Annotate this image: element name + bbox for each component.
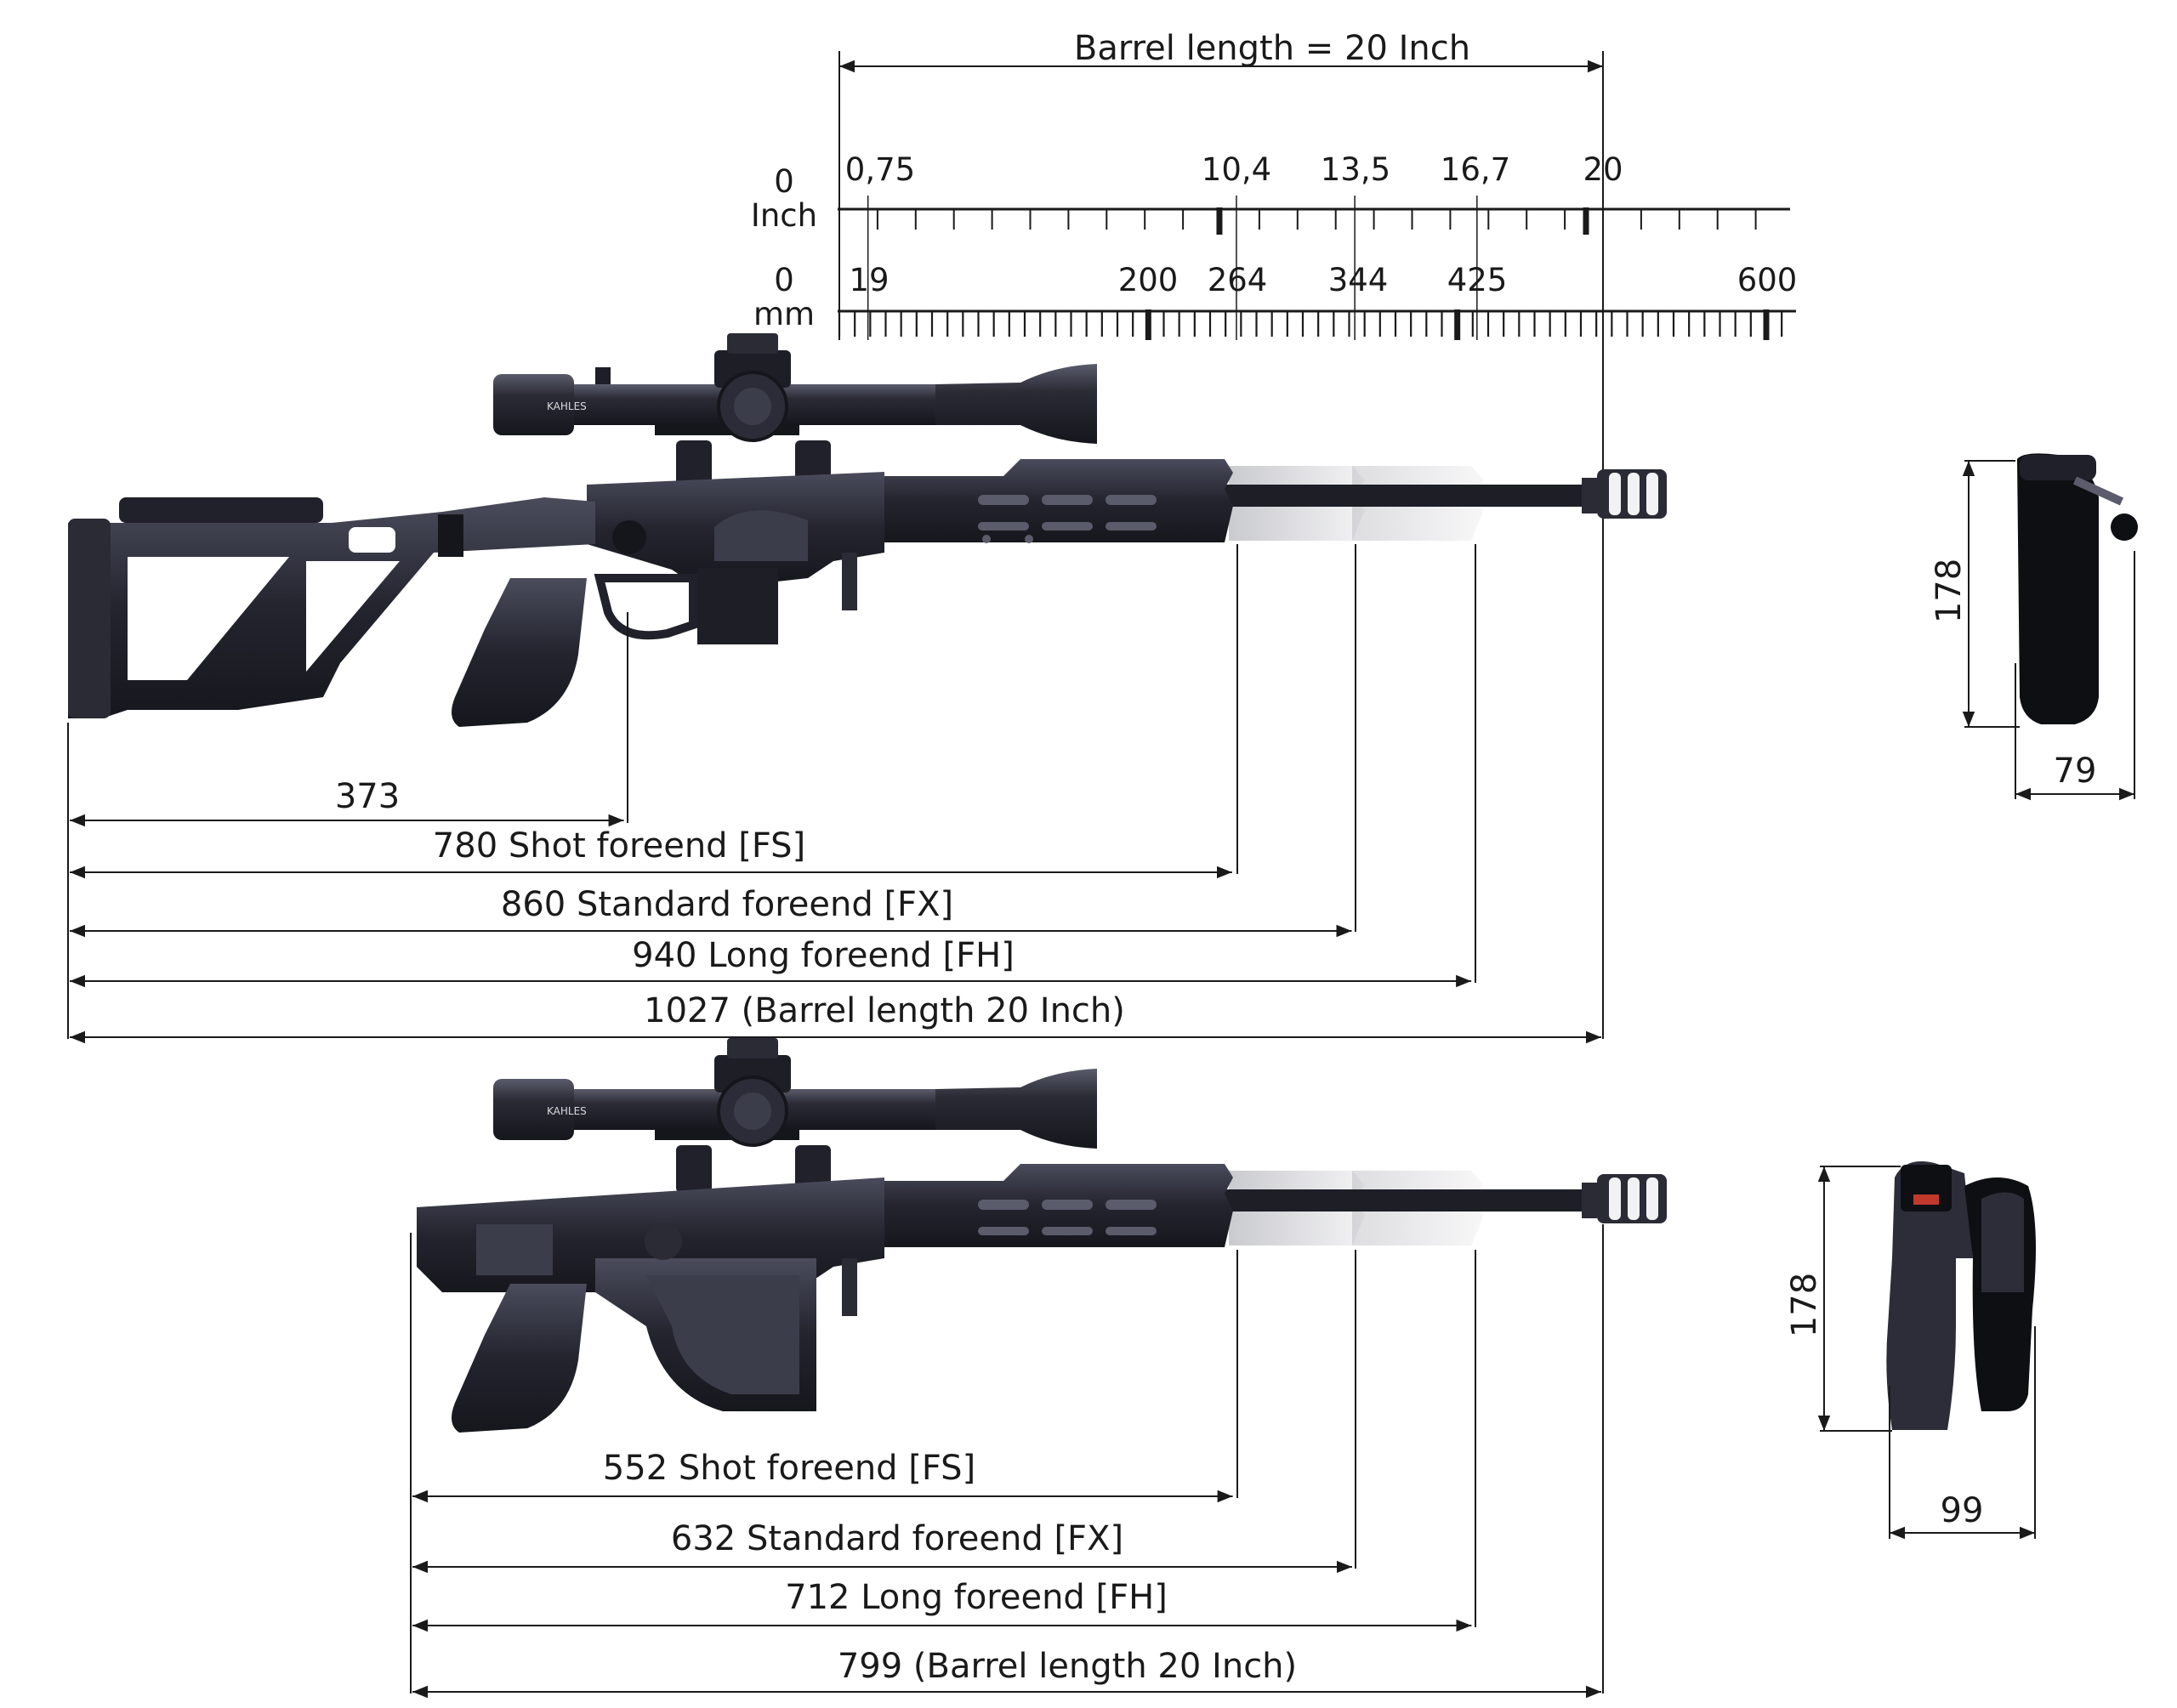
extended-dim-long-foreend: 940 Long foreend [FH] [632,936,1015,975]
rifle-folded: KAHLES [417,1038,1667,1433]
mm-label-600: 600 [1737,262,1798,298]
mm-label-264: 264 [1208,262,1268,298]
scope-brand-extended: KAHLES [547,400,587,412]
extended-dim-shot-foreend: 780 Shot foreend [FS] [433,826,805,865]
inch-scale-labels: 0,75 10,4 13,5 16,7 20 [845,151,1623,188]
scope-extended: KAHLES [493,333,1097,488]
scope-brand-folded: KAHLES [547,1105,587,1117]
barrel-length-label: Barrel length = 20 Inch [1074,29,1470,68]
muzzle-brake-folded [1597,1174,1667,1223]
mm-scale: 0 mm 19 200 264 344 425 600 [753,262,1797,340]
end-view-extended-height: 178 [1930,559,1969,623]
end-view-folded: 178 99 [1785,1161,2036,1540]
extended-dim-standard-foreend: 860 Standard foreend [FX] [501,885,953,924]
inch-scale-ticks [838,196,1757,340]
extended-dimension-lines [67,544,1476,1039]
mm-label-200: 200 [1118,262,1179,298]
end-view-folded-height: 178 [1785,1273,1824,1337]
folded-dimensions: 552 Shot foreend [FS] 632 Standard foree… [412,1449,1601,1699]
end-view-extended: 178 79 [1930,453,2138,801]
mm-scale-ticks [838,309,1783,340]
mm-scale-zero: 0 [774,262,794,298]
folded-dim-total: 799 (Barrel length 20 Inch) [838,1647,1297,1686]
mm-label-19: 19 [849,262,889,298]
mm-label-344: 344 [1328,262,1389,298]
extended-dim-total: 1027 (Barrel length 20 Inch) [644,991,1125,1030]
rifle-extended: KAHLES [68,333,1667,727]
inch-scale-unit: Inch [751,197,817,234]
stock-extended [68,497,595,718]
inch-label-16-7: 16,7 [1441,151,1510,188]
inch-scale-zero: 0 [774,163,794,200]
mm-scale-unit: mm [753,296,815,332]
inch-label-0-75: 0,75 [845,151,915,188]
extended-dimensions: 373 780 Shot foreend [FS] 860 Standard f… [70,777,1601,1044]
scope-folded: KAHLES [493,1038,1097,1193]
mm-scale-labels: 19 200 264 344 425 600 [849,262,1797,298]
end-view-extended-width: 79 [2054,752,2097,791]
inch-label-10-4: 10,4 [1202,151,1271,188]
folded-dim-standard-foreend: 632 Standard foreend [FX] [671,1519,1123,1558]
extended-dim-373: 373 [335,777,400,816]
folded-dimension-lines [410,1224,1604,1694]
end-view-folded-width: 99 [1941,1491,1984,1530]
inch-label-13-5: 13,5 [1321,151,1390,188]
folded-dim-shot-foreend: 552 Shot foreend [FS] [603,1449,975,1488]
inch-label-20: 20 [1583,151,1623,188]
muzzle-brake-extended [1597,469,1667,519]
inch-scale: 0 Inch 0,75 10,4 13,5 16,7 20 [751,151,1790,340]
mm-label-425: 425 [1447,262,1508,298]
folded-dim-long-foreend: 712 Long foreend [FH] [785,1578,1168,1617]
